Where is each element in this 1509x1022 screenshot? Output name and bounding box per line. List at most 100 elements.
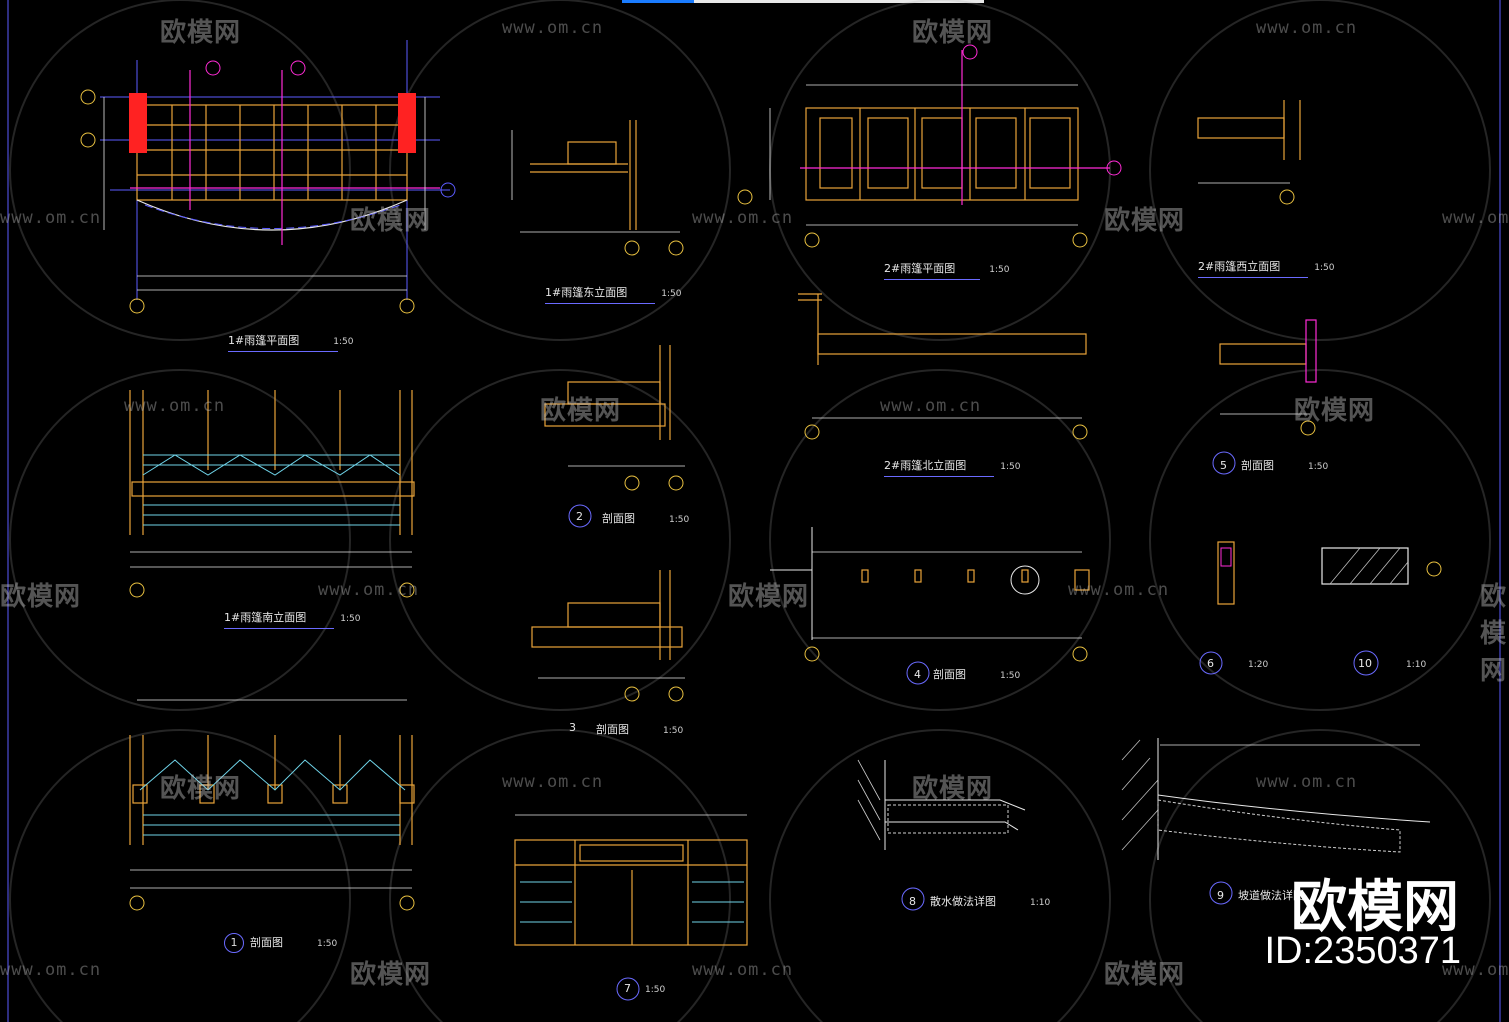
watermark-brand: 欧模网 <box>728 582 810 612</box>
label-underline <box>1198 277 1308 278</box>
label-elevation-1-east-scale: 1:50 <box>661 289 682 299</box>
watermark-brand: 欧模网 <box>1104 960 1186 990</box>
section-2 <box>544 345 685 528</box>
elevation-2-west <box>1197 100 1301 205</box>
watermark-url: www.om.cn <box>0 208 102 228</box>
label-detail-7-scale: 1:50 <box>645 985 666 995</box>
watermark-url: www.om.cn <box>1256 772 1358 792</box>
watermark-brand: 欧模网 <box>160 18 242 48</box>
detail-6 <box>1199 541 1235 675</box>
label-elevation-2-north-title: 雨篷北立面图 <box>900 459 967 472</box>
watermark-url: www.om.cn <box>1442 208 1509 228</box>
watermark-url: www.om.cn <box>1442 960 1509 980</box>
label-elevation-1-east-title: 雨篷东立面图 <box>561 286 628 299</box>
label-detail-10: 10 1:10 <box>1358 657 1426 670</box>
watermark-brand: 欧模网 <box>1104 206 1186 236</box>
model-id: ID:2350371 <box>1264 930 1462 972</box>
watermark-url: www.om.cn <box>1256 18 1358 38</box>
label-elevation-1-south: 1#雨篷南立面图 1:50 <box>224 609 361 629</box>
watermark-url: www.om.cn <box>318 580 420 600</box>
label-plan-1: 1#雨篷平面图 1:50 <box>228 332 354 352</box>
label-section-1-scale: 1:50 <box>317 939 338 949</box>
label-section-2-title: 剖面图 <box>602 512 635 525</box>
label-elevation-2-west-title: 雨篷西立面图 <box>1214 260 1281 273</box>
watermark-brand: 欧模网 <box>0 582 82 612</box>
label-elevation-1-south-title: 雨篷南立面图 <box>240 611 307 624</box>
label-plan-1-title: 雨篷平面图 <box>244 334 300 347</box>
watermark-url: www.om.cn <box>502 772 604 792</box>
section-4 <box>770 527 1090 685</box>
label-section-3-number: 3 <box>569 721 576 734</box>
label-detail-8-number: 8 <box>909 895 916 908</box>
label-elevation-2-west-scale: 1:50 <box>1314 263 1335 273</box>
label-elevation-1-south-number: 1# <box>224 611 241 624</box>
elevation-1-east <box>511 120 684 256</box>
watermark-brand: 欧模网 <box>1294 396 1376 426</box>
label-detail-9: 9 坡道做法详图 <box>1217 887 1304 903</box>
label-detail-6-number: 6 <box>1207 657 1214 670</box>
watermark-url: www.om.cn <box>692 208 794 228</box>
label-elevation-2-north-number: 2# <box>884 459 901 472</box>
label-detail-9-title: 坡道做法详图 <box>1238 889 1304 902</box>
label-plan-2-scale: 1:50 <box>989 265 1010 275</box>
label-underline <box>884 279 980 280</box>
label-plan-2-number: 2# <box>884 262 901 275</box>
label-section-4-number: 4 <box>914 668 921 681</box>
elevation-1-south <box>129 390 415 598</box>
label-elevation-2-west-number: 2# <box>1198 260 1215 273</box>
label-elevation-1-south-scale: 1:50 <box>340 614 361 624</box>
label-elevation-2-north-scale: 1:50 <box>1000 462 1021 472</box>
label-underline <box>228 351 338 352</box>
label-detail-8-scale: 1:10 <box>1030 898 1051 908</box>
label-underline <box>545 303 655 304</box>
top-progress-bar <box>622 0 984 3</box>
label-detail-7-number: 7 <box>624 982 631 995</box>
watermark-url: www.om.cn <box>502 18 604 38</box>
label-plan-1-scale: 1:50 <box>333 337 354 347</box>
label-underline <box>884 476 994 477</box>
label-underline <box>224 628 334 629</box>
label-section-5-number: 5 <box>1220 459 1227 472</box>
label-detail-10-number: 10 <box>1358 657 1372 670</box>
section-3 <box>531 570 685 702</box>
label-elevation-2-north: 2#雨篷北立面图 1:50 <box>884 457 1021 477</box>
label-plan-1-number: 1# <box>228 334 245 347</box>
label-detail-10-scale: 1:10 <box>1406 660 1427 670</box>
label-section-3-scale: 1:50 <box>663 726 684 736</box>
watermark-brand: 欧模网 <box>350 206 432 236</box>
watermark-url: www.om.cn <box>880 396 982 416</box>
watermark-brand: 欧模网 <box>1480 582 1508 686</box>
plan-2 <box>737 44 1122 248</box>
label-section-5-title: 剖面图 <box>1241 459 1274 472</box>
section-5 <box>1212 319 1317 475</box>
label-section-2-number: 2 <box>576 510 583 523</box>
label-elevation-1-east-number: 1# <box>545 286 562 299</box>
watermark-url: www.om.cn <box>124 396 226 416</box>
plan-1 <box>80 40 456 314</box>
section-1 <box>129 699 415 911</box>
label-elevation-1-east: 1#雨篷东立面图 1:50 <box>545 284 682 304</box>
watermark-brand: 欧模网 <box>540 396 622 426</box>
watermark-brand: 欧模网 <box>160 774 242 804</box>
label-section-5-scale: 1:50 <box>1308 462 1329 472</box>
watermark-brand: 欧模网 <box>350 960 432 990</box>
detail-10 <box>1321 547 1442 676</box>
brand-logo-text: 欧模网 <box>1291 875 1459 940</box>
label-elevation-2-west: 2#雨篷西立面图 1:50 <box>1198 258 1335 278</box>
label-detail-9-number: 9 <box>1217 889 1224 902</box>
label-detail-7: 7 1:50 <box>624 982 665 995</box>
watermark-url: www.om.cn <box>0 960 102 980</box>
label-section-4-scale: 1:50 <box>1000 671 1021 681</box>
label-plan-2-title: 雨篷平面图 <box>900 262 956 275</box>
detail-9-ramp <box>1121 738 1431 905</box>
door-elevation-7 <box>514 814 748 1001</box>
elevation-2-north <box>798 293 1088 440</box>
top-progress-accent <box>622 0 694 3</box>
label-section-1-title: 剖面图 <box>250 936 283 949</box>
